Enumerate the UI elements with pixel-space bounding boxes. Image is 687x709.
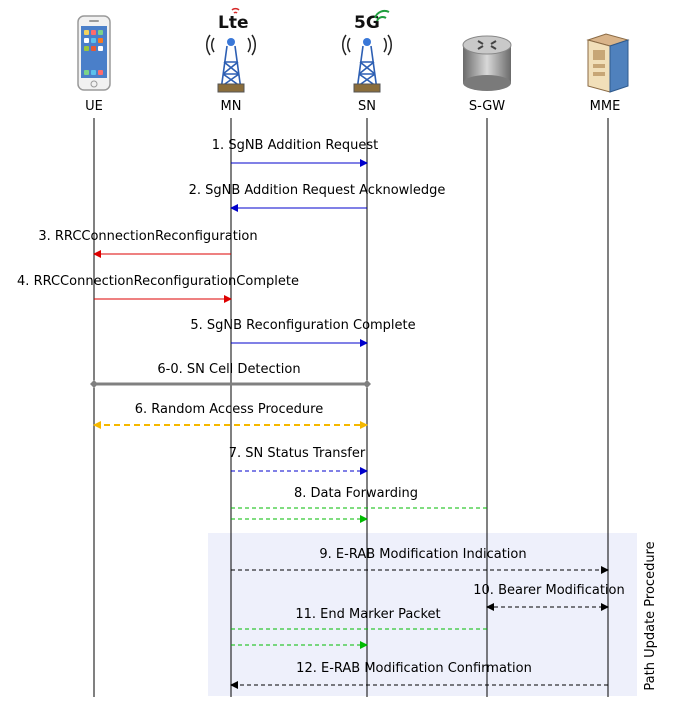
5g-logo-text: 5G (354, 13, 380, 33)
message-11: 11. End Marker Packet (231, 607, 487, 649)
message-label: 6-0. SN Cell Detection (157, 362, 300, 377)
entity-label-sn: SN (358, 99, 376, 114)
message-5: 5. SgNB Reconfiguration Complete (190, 318, 416, 347)
message-7: 7. SN Status Transfer (229, 446, 368, 475)
message-label: 9. E-RAB Modification Indication (319, 547, 526, 562)
message-label: 1. SgNB Addition Request (212, 138, 378, 153)
router-icon (462, 35, 512, 91)
path-update-procedure-box: Path Update Procedure (208, 533, 658, 696)
message-label: 8. Data Forwarding (294, 486, 418, 501)
message-6: 6. Random Access Procedure (93, 402, 368, 429)
message-8: 8. Data Forwarding (231, 486, 487, 523)
lte-logo-text: Lte (218, 13, 249, 33)
message-3: 3. RRCConnectionReconfiguration (38, 229, 258, 258)
message-2: 2. SgNB Addition Request Acknowledge (189, 183, 446, 212)
message-1: 1. SgNB Addition Request (212, 138, 378, 167)
message-4: 4. RRCConnectionReconfigurationComplete (17, 274, 299, 303)
entity-labels: UE MN SN S-GW MME (85, 99, 620, 114)
message-9: 9. E-RAB Modification Indication (231, 547, 609, 574)
procedure-box-label: Path Update Procedure (643, 541, 658, 690)
lte-tower-icon: Lte (206, 7, 256, 93)
message-label: 6. Random Access Procedure (135, 402, 323, 417)
entity-label-sgw: S-GW (469, 99, 505, 114)
message-6-0: 6-0. SN Cell Detection (90, 362, 371, 388)
message-label: 12. E-RAB Modification Confirmation (296, 661, 532, 676)
message-12: 12. E-RAB Modification Confirmation (230, 661, 608, 689)
lifelines (93, 118, 609, 697)
message-label: 5. SgNB Reconfiguration Complete (190, 318, 415, 333)
message-label: 11. End Marker Packet (295, 607, 440, 622)
message-label: 7. SN Status Transfer (229, 446, 366, 461)
entity-label-ue: UE (85, 99, 103, 114)
smartphone-icon (77, 15, 111, 91)
server-icon (586, 33, 630, 93)
5g-tower-icon: 5G (342, 9, 392, 93)
message-label: 4. RRCConnectionReconfigurationComplete (17, 274, 299, 289)
message-10: 10. Bearer Modification (473, 583, 625, 611)
entity-label-mn: MN (221, 99, 242, 114)
procedure-box-background (208, 533, 637, 696)
message-label: 10. Bearer Modification (473, 583, 624, 598)
message-label: 3. RRCConnectionReconfiguration (38, 229, 257, 244)
entity-label-mme: MME (590, 99, 621, 114)
message-label: 2. SgNB Addition Request Acknowledge (189, 183, 446, 198)
